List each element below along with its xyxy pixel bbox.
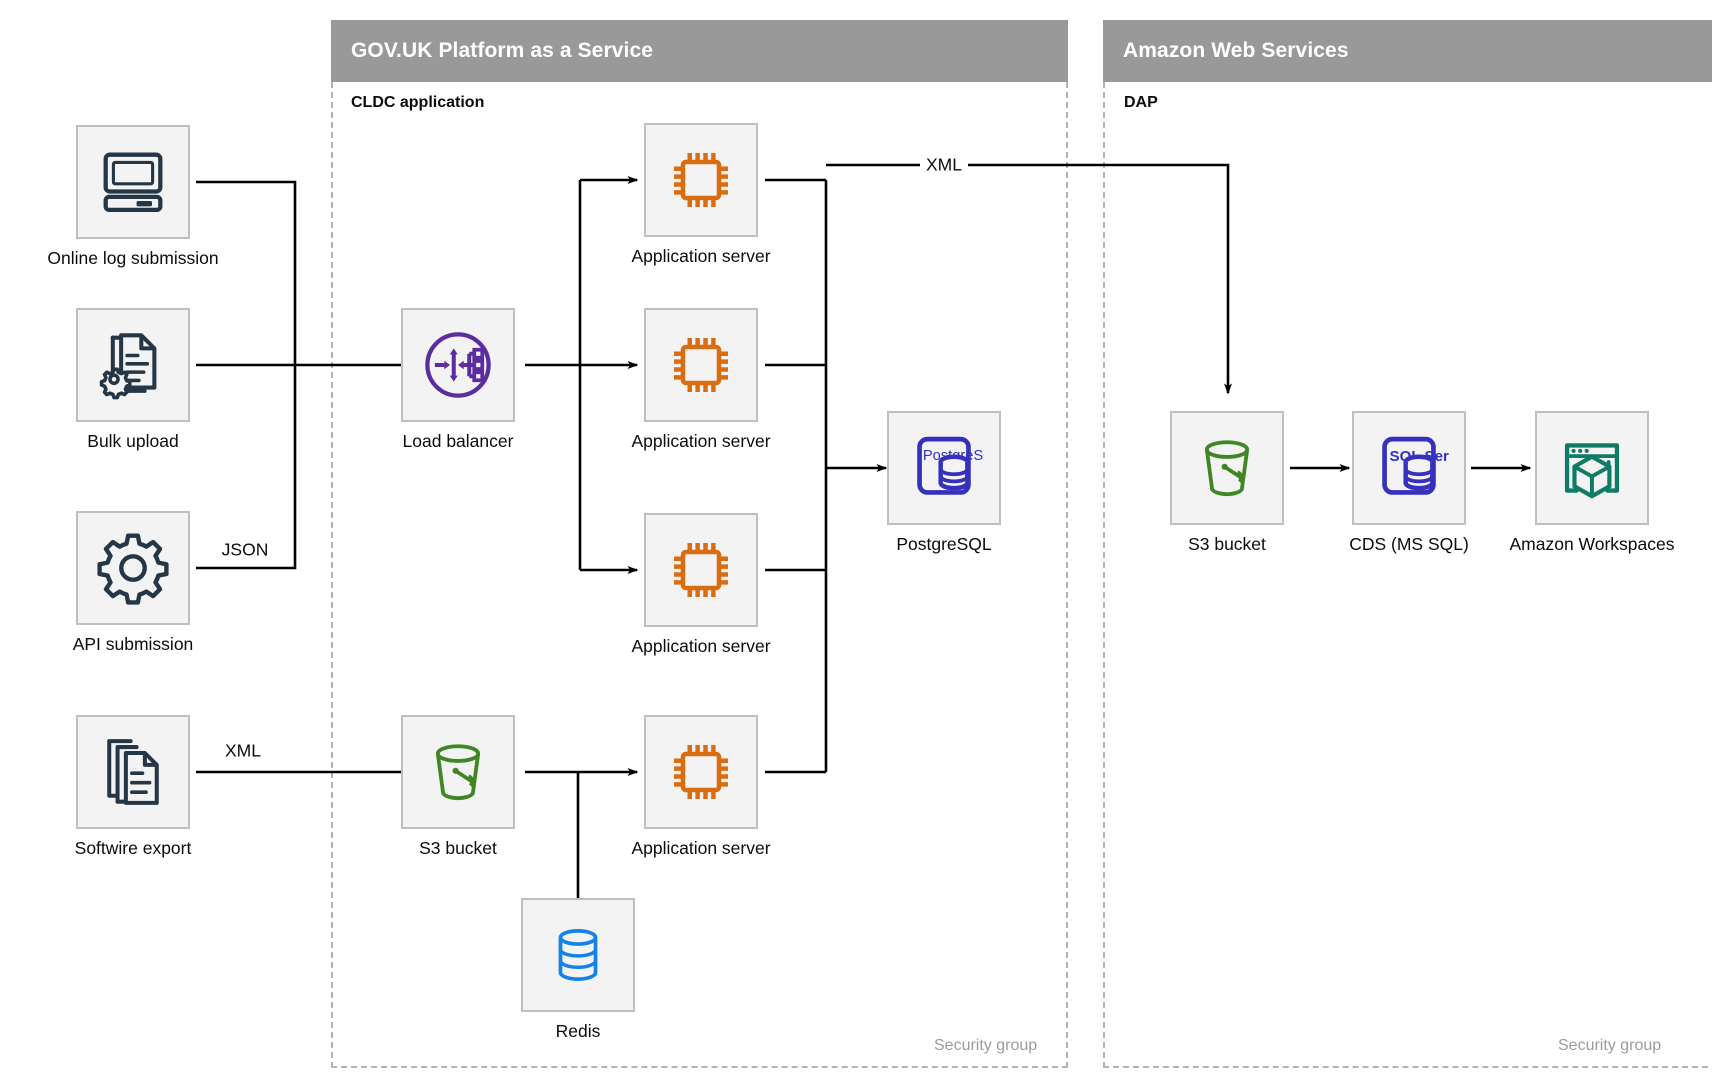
desktop-computer-icon xyxy=(103,152,163,213)
node-label-app-server-2: Application server xyxy=(631,431,771,451)
documents-stack-icon xyxy=(107,739,159,805)
document-gear-icon xyxy=(99,333,157,400)
cpu-chip-icon xyxy=(674,745,728,799)
node-box-redis xyxy=(521,898,635,1012)
edge-online-log-to-trunk xyxy=(196,180,297,365)
node-label-app-server-3: Application server xyxy=(631,636,771,656)
region-label-cldc-application: CLDC application xyxy=(351,94,485,111)
dashed-region-aws xyxy=(1103,82,1712,1068)
node-box-amazon-workspaces xyxy=(1535,411,1649,525)
node-box-app-server-1 xyxy=(644,123,758,237)
region-label-dap: DAP xyxy=(1124,94,1158,111)
node-label-bulk-upload: Bulk upload xyxy=(87,431,179,451)
node-label-app-server-1: Application server xyxy=(631,246,771,266)
s3-bucket-icon xyxy=(435,744,481,801)
node-box-s3-bucket-paas xyxy=(401,715,515,829)
node-box-online-log-submission xyxy=(76,125,190,239)
postgresql-icon: PostgreSQL xyxy=(917,436,984,495)
node-label-load-balancer: Load balancer xyxy=(402,431,514,451)
node-box-load-balancer xyxy=(401,308,515,422)
load-balancer-icon xyxy=(425,332,491,398)
node-box-cds-ms-sql: SQL Server xyxy=(1352,411,1466,525)
gear-icon xyxy=(97,533,169,605)
sql-server-icon: SQL Server xyxy=(1382,436,1449,495)
s3-bucket-icon xyxy=(1204,440,1250,497)
edge-label-xml-softwire: XML xyxy=(219,740,267,762)
cpu-chip-icon xyxy=(674,153,728,207)
cpu-chip-icon xyxy=(674,338,728,392)
node-label-s3-bucket-paas: S3 bucket xyxy=(419,838,497,858)
node-box-softwire-export xyxy=(76,715,190,829)
node-label-redis: Redis xyxy=(555,1021,601,1041)
node-label-amazon-workspaces: Amazon Workspaces xyxy=(1509,534,1675,554)
group-header-aws: Amazon Web Services xyxy=(1103,20,1712,82)
edge-label-json: JSON xyxy=(215,539,275,561)
group-header-paas: GOV.UK Platform as a Service xyxy=(331,20,1068,82)
redis-database-icon xyxy=(558,929,598,981)
group-header-title-aws: Amazon Web Services xyxy=(1123,39,1349,62)
node-label-cds-ms-sql: CDS (MS SQL) xyxy=(1349,534,1469,554)
node-box-s3-bucket-aws xyxy=(1170,411,1284,525)
node-box-app-server-4 xyxy=(644,715,758,829)
node-label-online-log-submission: Online log submission xyxy=(47,248,219,268)
node-box-app-server-3 xyxy=(644,513,758,627)
node-box-bulk-upload xyxy=(76,308,190,422)
node-box-api-submission xyxy=(76,511,190,625)
node-label-softwire-export: Softwire export xyxy=(74,838,192,858)
node-label-app-server-4: Application server xyxy=(631,838,771,858)
node-label-postgresql: PostgreSQL xyxy=(896,534,992,554)
security-group-label-paas: Security group xyxy=(934,1037,1038,1054)
node-box-postgresql: PostgreSQL xyxy=(887,411,1001,525)
amazon-workspaces-icon xyxy=(1564,443,1620,499)
group-header-title-paas: GOV.UK Platform as a Service xyxy=(351,39,653,62)
dashed-region-paas xyxy=(331,82,1068,1068)
edge-api-submission-to-trunk xyxy=(196,365,297,570)
node-label-api-submission: API submission xyxy=(72,634,194,654)
security-group-label-aws: Security group xyxy=(1558,1037,1662,1054)
node-label-s3-bucket-aws: S3 bucket xyxy=(1188,534,1266,554)
edge-label-xml-dap: XML xyxy=(920,154,968,176)
cpu-chip-icon xyxy=(674,543,728,597)
node-box-app-server-2 xyxy=(644,308,758,422)
